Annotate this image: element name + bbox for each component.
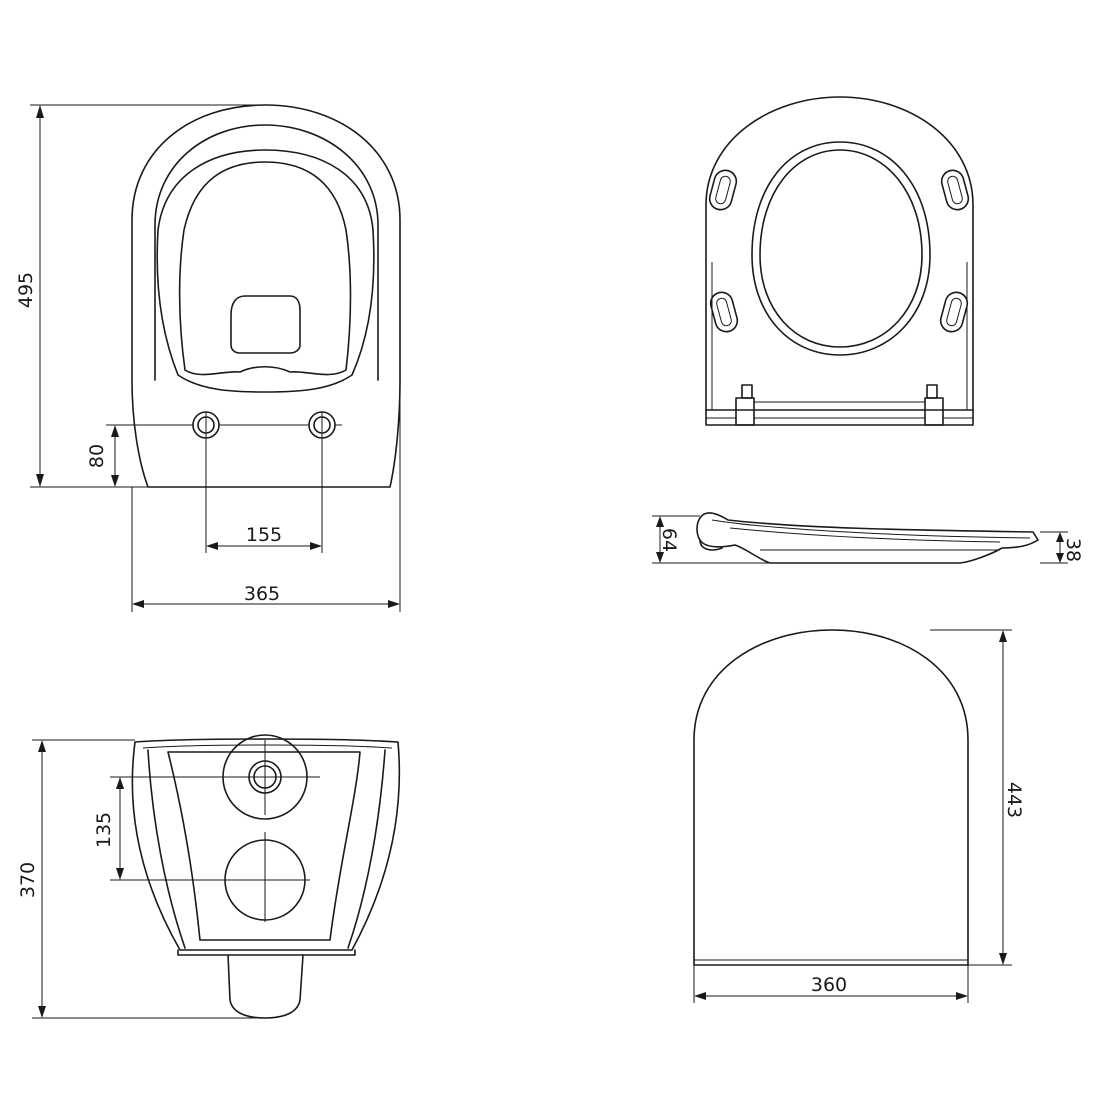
seat-side-view bbox=[696, 512, 1039, 564]
bowl-top-view bbox=[131, 104, 401, 488]
buffer-slot-top-right bbox=[940, 169, 970, 211]
dimension-label-365: 365 bbox=[244, 583, 280, 605]
dimension-pipe-spacing: 135 bbox=[93, 776, 215, 881]
dimension-label-443: 443 bbox=[1003, 782, 1025, 818]
dimension-label-64: 64 bbox=[658, 528, 680, 552]
buffer-slot-bottom-left bbox=[709, 291, 739, 333]
dimension-label-370: 370 bbox=[17, 862, 39, 898]
dimension-bowl-width: 365 bbox=[131, 385, 401, 612]
dimension-label-38: 38 bbox=[1062, 538, 1084, 562]
lid-top-view bbox=[693, 629, 969, 966]
dimension-lid-length: 443 bbox=[930, 629, 1025, 966]
dimension-seat-front-thickness: 38 bbox=[1040, 531, 1084, 564]
dimension-label-80: 80 bbox=[86, 444, 108, 468]
dimension-label-495: 495 bbox=[15, 272, 37, 308]
dimension-label-360: 360 bbox=[811, 974, 847, 996]
buffer-slot-bottom-right bbox=[939, 291, 969, 333]
dimension-label-135: 135 bbox=[93, 812, 115, 848]
seat-top-view bbox=[705, 96, 974, 426]
dimension-bowl-length: 495 bbox=[15, 104, 265, 488]
dimension-bolt-height: 80 bbox=[86, 424, 132, 487]
dimension-label-155: 155 bbox=[246, 524, 282, 546]
dimension-seat-rear-thickness: 64 bbox=[652, 515, 770, 564]
hinge-assembly bbox=[705, 384, 974, 426]
dimension-bolt-spacing: 155 bbox=[205, 438, 323, 553]
buffer-slot-top-left bbox=[708, 169, 738, 211]
dimension-rear-height: 370 bbox=[17, 739, 265, 1019]
dimension-lid-width: 360 bbox=[693, 965, 969, 1003]
